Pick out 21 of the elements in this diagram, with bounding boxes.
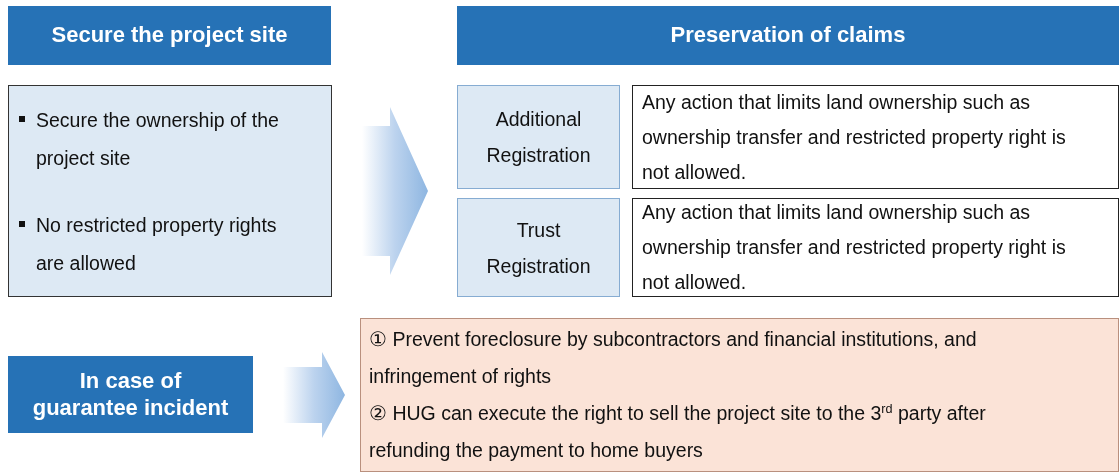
heading-text: In case of guarantee incident (32, 368, 229, 421)
header-banner (8, 356, 253, 433)
label-text: Additional Registration (486, 107, 591, 168)
bullet-text: No restricted property rights are allowed (36, 212, 278, 276)
block-arrow (362, 107, 428, 275)
label-text: Trust Registration (486, 217, 591, 279)
label-box (457, 198, 620, 297)
heading-text: Secure the project site (51, 22, 288, 49)
description-text: Any action that limits land ownership such as ownership transfer and restricted property right is not allowed. (642, 89, 1067, 185)
block-arrow (283, 352, 345, 438)
note-box (360, 318, 1119, 472)
description-box (632, 198, 1119, 297)
bullet-text: Secure the ownership of the project site (36, 107, 280, 171)
header-banner (8, 6, 331, 65)
heading-text: Preservation of claims (670, 22, 906, 49)
header-banner (457, 6, 1119, 65)
note-text: ② HUG can execute the right to sell the project site to the 3$^{rd}$ party after refunding the payment to home buyers (369, 400, 987, 463)
description-text: Any action that limits land ownership such as ownership transfer and restricted property right is not allowed. (642, 200, 1067, 295)
content-box (8, 85, 332, 297)
label-box (457, 85, 620, 189)
description-box (632, 85, 1119, 189)
